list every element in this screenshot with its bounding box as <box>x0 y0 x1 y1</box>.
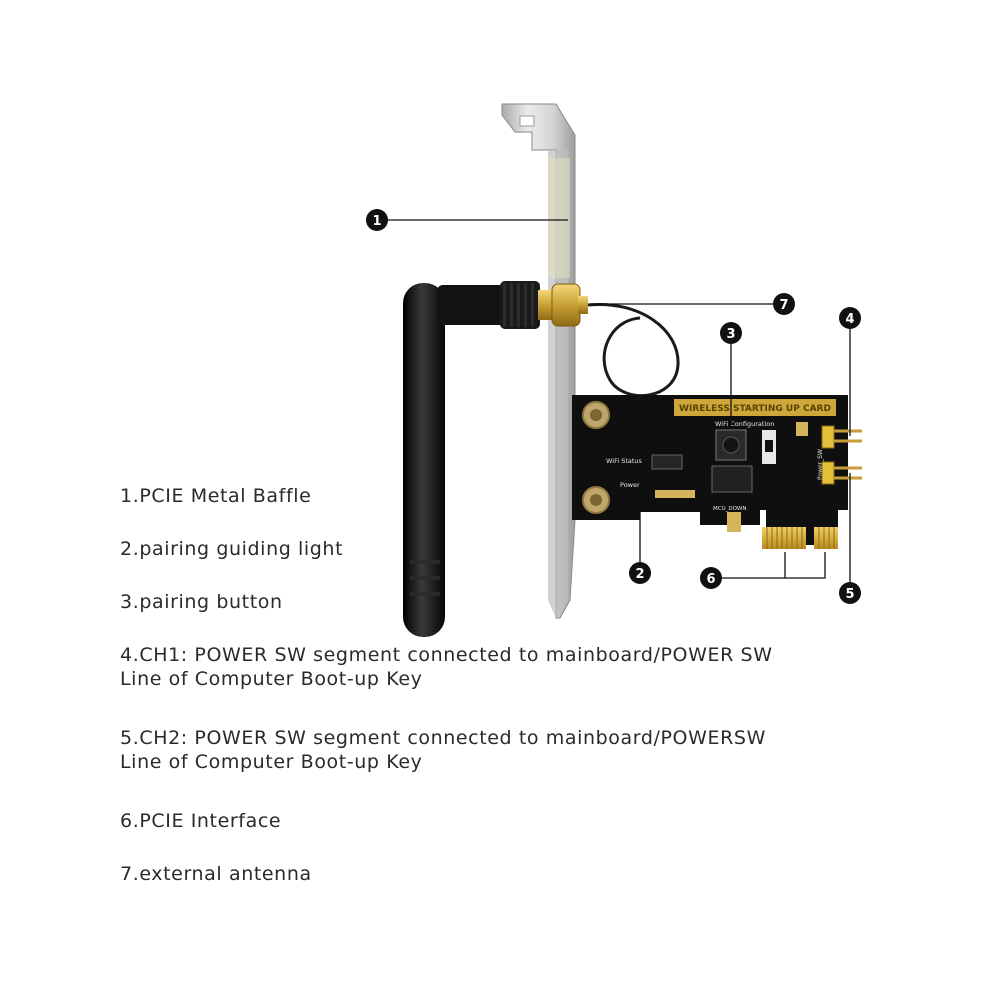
pcb-wifi-config-label: WiFi Configuration <box>715 420 774 428</box>
pcb-board: WIRELESS STARTING UP CARD WiFi Configura… <box>572 395 848 545</box>
callout-3: 3 <box>720 322 742 344</box>
callout-1: 1 <box>366 209 388 231</box>
callout-4: 4 <box>839 307 861 329</box>
pcb-mcu-down-label: MCU_DOWN <box>713 506 746 512</box>
pcb-wifi-status-label: WiFi Status <box>606 457 643 465</box>
svg-text:2: 2 <box>635 567 644 582</box>
legend-item-3: 3.pairing button <box>120 591 283 613</box>
power-sw-headers <box>821 425 862 485</box>
pcie-gold-fingers <box>762 527 838 549</box>
pcie-metal-bracket <box>501 103 576 619</box>
pcb-power-sw-label: Power_SW <box>817 449 824 480</box>
leader-lines <box>388 219 851 582</box>
pcb-title-banner: WIRELESS STARTING UP CARD <box>679 404 831 414</box>
callout-7: 7 <box>773 293 795 315</box>
antenna-cable <box>587 302 680 397</box>
svg-text:5: 5 <box>845 587 854 602</box>
external-antenna <box>403 281 588 637</box>
svg-text:3: 3 <box>726 327 735 342</box>
legend-item-6: 6.PCIE Interface <box>120 810 282 832</box>
legend-item-1: 1.PCIE Metal Baffle <box>120 485 312 507</box>
legend-item-7: 7.external antenna <box>120 863 312 885</box>
legend-item-2: 2.pairing guiding light <box>120 538 344 560</box>
svg-text:6: 6 <box>706 572 715 587</box>
legend-item-4: 4.CH1: POWER SW segment connected to mai… <box>120 644 773 690</box>
callout-5: 5 <box>839 582 861 604</box>
legend-item-5: 5.CH2: POWER SW segment connected to mai… <box>120 727 766 773</box>
svg-text:7: 7 <box>779 298 788 313</box>
pcb-power-label: Power <box>620 481 640 489</box>
callout-2: 2 <box>629 562 651 584</box>
svg-text:1: 1 <box>372 214 381 229</box>
svg-text:4: 4 <box>845 312 854 327</box>
callout-6: 6 <box>700 567 722 589</box>
